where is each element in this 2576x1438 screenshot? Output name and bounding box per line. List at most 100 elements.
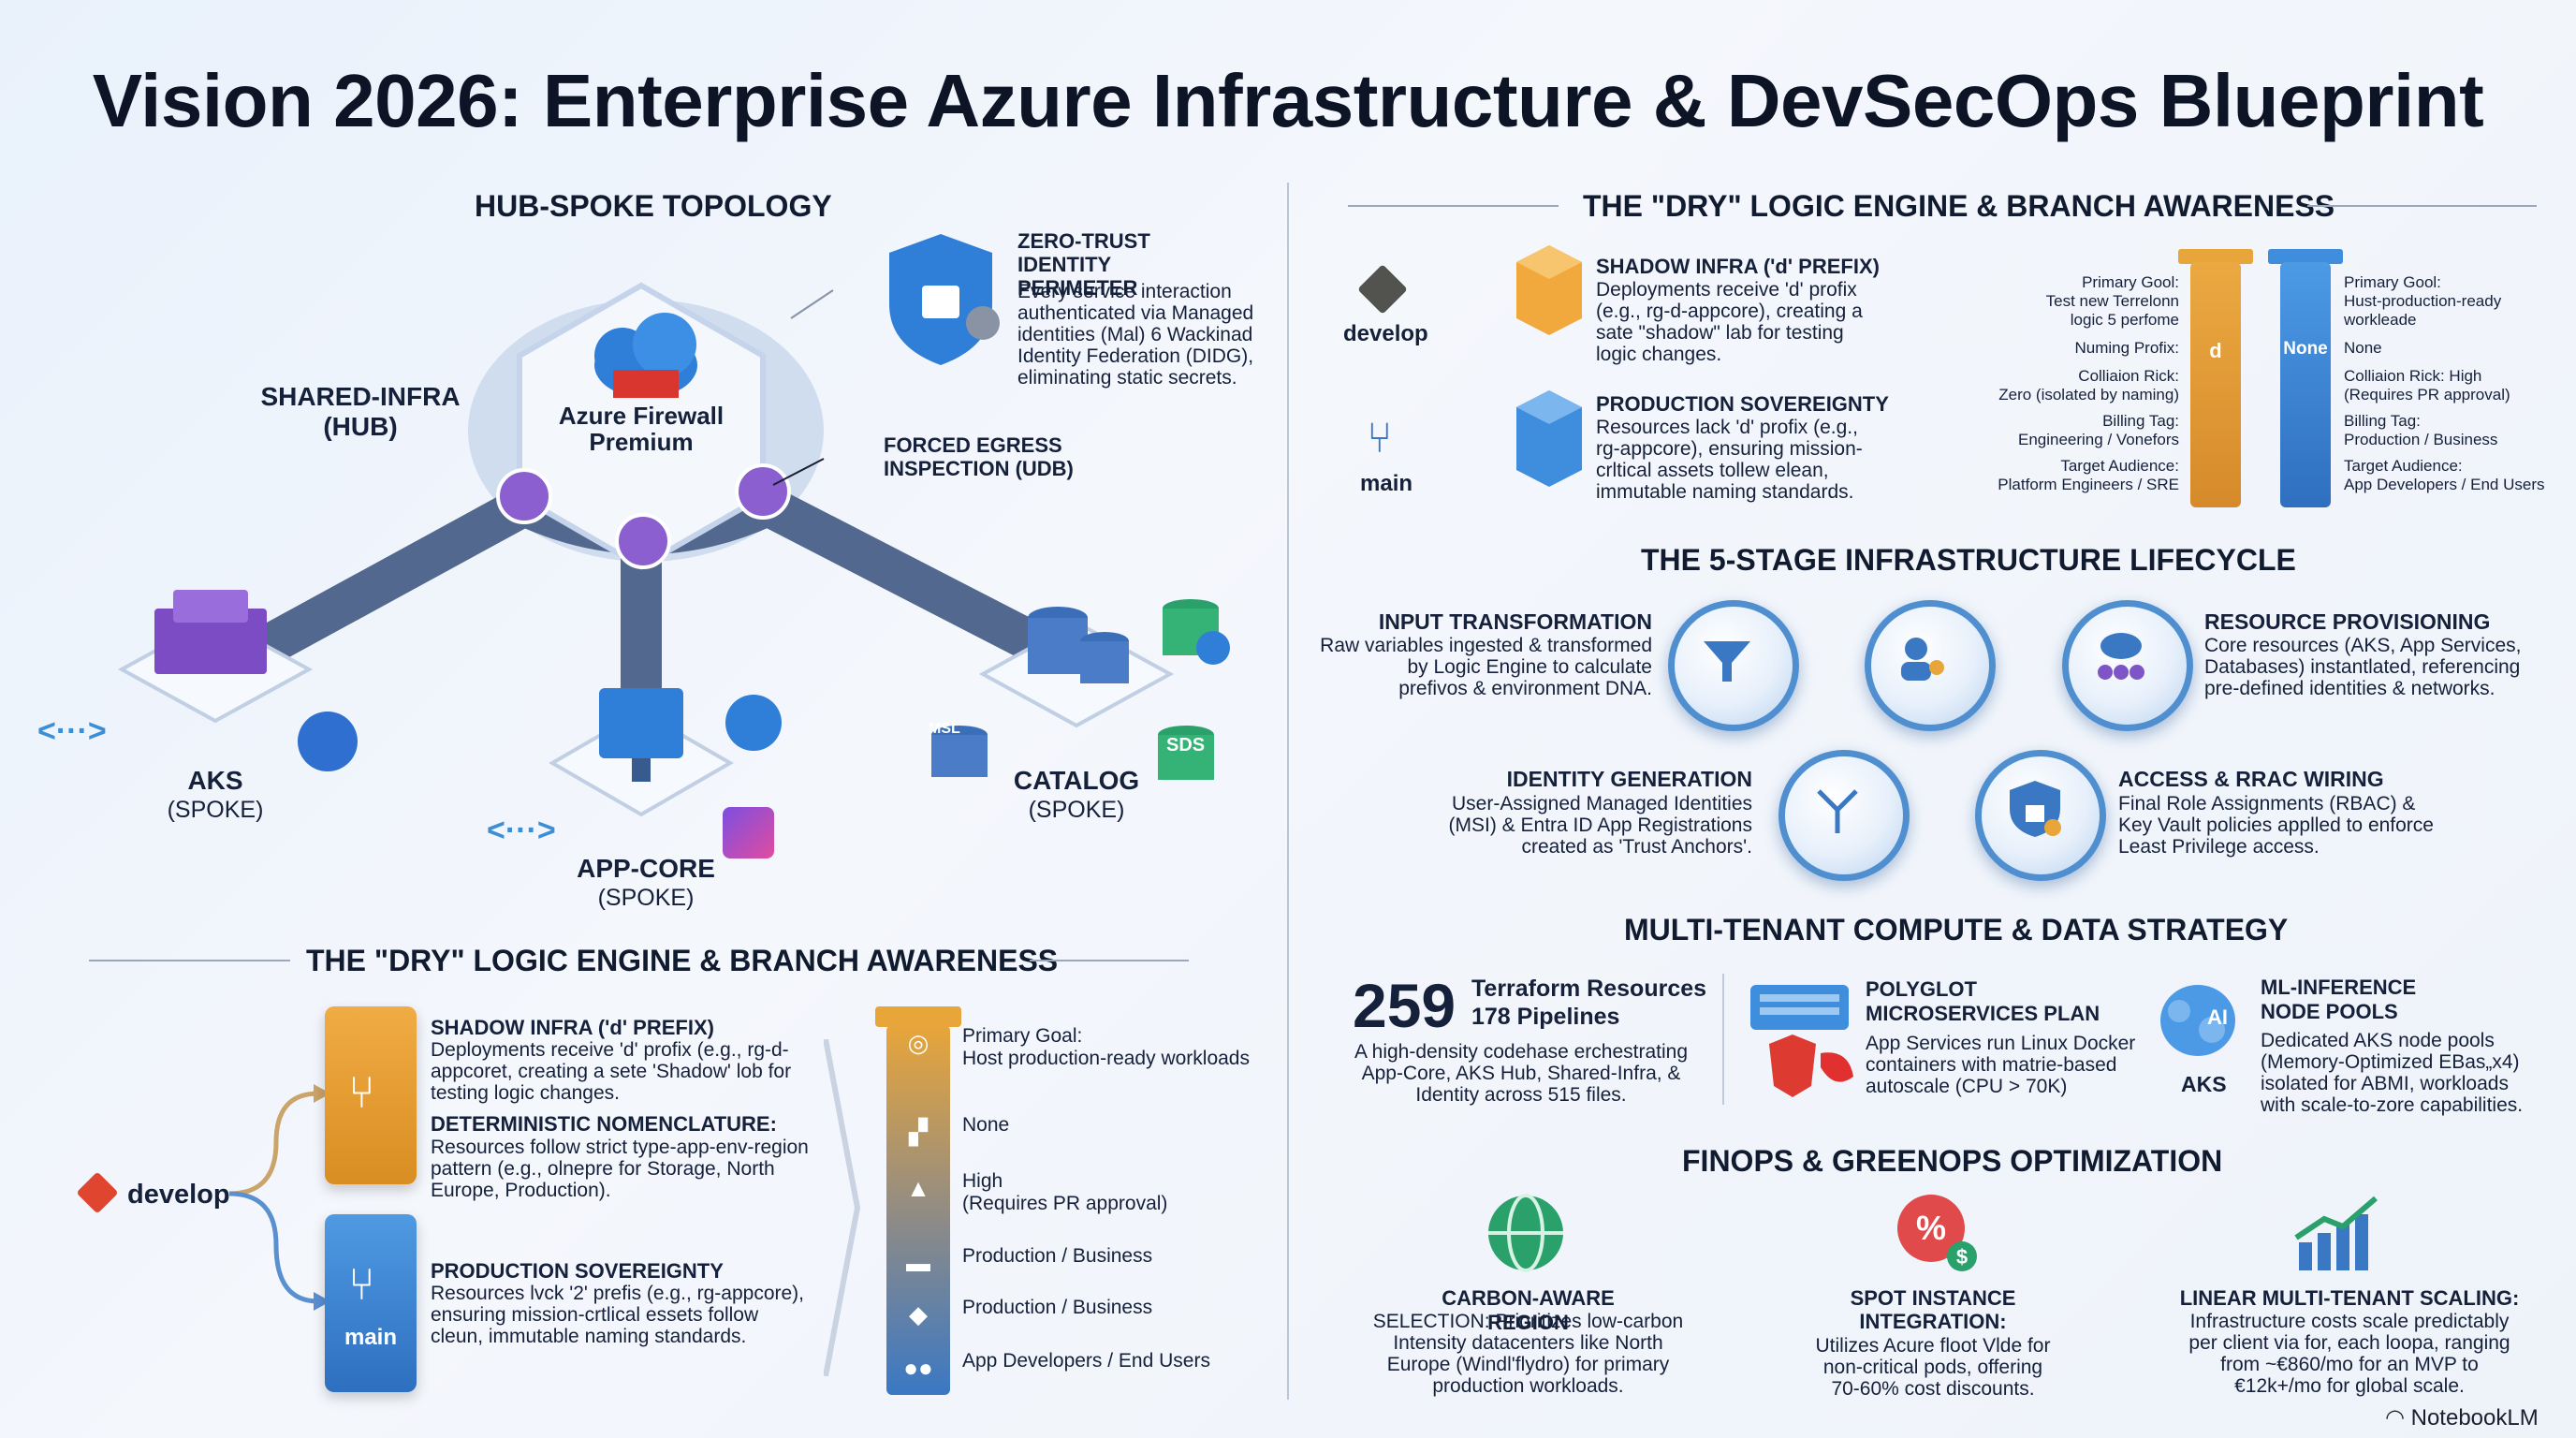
column-divider bbox=[1287, 183, 1289, 1400]
dry-left-shadow-title: SHADOW INFRA ('d' PREFIX) bbox=[431, 1016, 714, 1039]
svg-text:%: % bbox=[1916, 1209, 1946, 1247]
dry-left-prod-text: Resources lvck '2' prefis (e.g., rg-appc… bbox=[431, 1283, 804, 1347]
globe-leaf-icon bbox=[1488, 1194, 1563, 1272]
input-text: Raw variables ingested & transformed by … bbox=[1320, 635, 1652, 699]
id-title: IDENTITY GENERATION bbox=[1506, 767, 1752, 791]
egress-label: FORCED EGRESS INSPECTION (UDB) bbox=[884, 433, 1074, 480]
spot-discount-icon: % $ bbox=[1897, 1195, 1977, 1271]
dry-right-left-item: Primary Gool: Test new Terrelonn logic 5… bbox=[2045, 273, 2179, 329]
user-key-glyph bbox=[1901, 638, 1944, 681]
divider-left-a bbox=[89, 960, 290, 961]
dry-left-row: High (Requires PR approval) bbox=[962, 1170, 1168, 1214]
dry-right-left-item: Billing Tag: Engineering / Vonefors bbox=[2017, 412, 2179, 448]
status-pillar bbox=[886, 1025, 950, 1395]
big-number: 259 bbox=[1353, 971, 1456, 1040]
divider-right-a bbox=[1348, 205, 1559, 207]
chevron-divider-icon bbox=[824, 1039, 861, 1376]
compute-divider bbox=[1722, 974, 1724, 1105]
terraform-icon: ▞ bbox=[909, 1118, 928, 1146]
spot-text: Utilizes Acure floot Vlde for non-critic… bbox=[1815, 1335, 2051, 1400]
tf-resources: Terraform Resources bbox=[1471, 976, 1707, 1002]
dry-left-row: None bbox=[962, 1114, 1010, 1136]
res-text: Core resources (AKS, App Services, Datab… bbox=[2204, 635, 2522, 699]
docker-angular-icon bbox=[1750, 985, 1853, 1097]
id-text: User-Assigned Managed Identities (MSI) &… bbox=[1448, 793, 1752, 858]
git-icon-right bbox=[1357, 264, 1408, 315]
dry-right-right-item: Billing Tag: Production / Business bbox=[2344, 412, 2498, 448]
pillar-d-value: d bbox=[2209, 339, 2222, 362]
finops-heading: FINOPS & GREENOPS OPTIMIZATION bbox=[1682, 1144, 2223, 1178]
lifecycle-heading: THE 5-STAGE INFRASTRUCTURE LIFECYCLE bbox=[1641, 543, 2296, 577]
sds-icon-label: SDS bbox=[1166, 735, 1206, 756]
ml-text: Dedicated AKS node pools (Memory-Optimiz… bbox=[2261, 1030, 2524, 1116]
dry-right-prod-text: Resources lack 'd' profix (e.g., rg-appc… bbox=[1596, 417, 1863, 503]
git-icon bbox=[76, 1171, 119, 1214]
dry-right-right-item: Target Audience: App Developers / End Us… bbox=[2344, 457, 2545, 493]
dry-left-shadow-text: Deployments receive 'd' profix (e.g., rg… bbox=[431, 1039, 792, 1104]
cloud-network-icon bbox=[2062, 600, 2193, 731]
pillar-d bbox=[2190, 262, 2241, 507]
ai-label: AI bbox=[2207, 1005, 2228, 1029]
dry-left-det-text: Resources follow strict type-app-env-reg… bbox=[431, 1137, 809, 1201]
funnel-glyph bbox=[1704, 641, 1750, 682]
code-brackets-icon-aks: <···> bbox=[37, 713, 107, 749]
topology-heading: HUB-SPOKE TOPOLOGY bbox=[475, 189, 832, 223]
dry-right-prod-title: PRODUCTION SOVEREIGNTY bbox=[1596, 392, 1889, 416]
code-branch-glyph bbox=[1817, 789, 1858, 833]
ai-brain-icon bbox=[2160, 985, 2235, 1056]
msl-icon-label: MSL bbox=[929, 721, 960, 737]
card-icon: ▬ bbox=[906, 1249, 930, 1277]
zero-trust-title: ZERO-TRUST IDENTITY PERIMETER bbox=[1017, 229, 1150, 300]
brand-logo: ◠ NotebookLM bbox=[2385, 1404, 2539, 1431]
dry-left-prod-title: PRODUCTION SOVEREIGNTY bbox=[431, 1259, 724, 1283]
dry-right-shadow-title: SHADOW INFRA ('d' PREFIX) bbox=[1596, 255, 1880, 278]
aks-label: AKS bbox=[187, 766, 243, 795]
spot-title: SPOT INSTANCE INTEGRATION: bbox=[1850, 1286, 2016, 1333]
dry-right-left-item: Numing Profix: bbox=[2074, 339, 2179, 357]
dry-left-det-title: DETERMINISTIC NOMENCLATURE: bbox=[431, 1112, 777, 1136]
scaling-chart-icon bbox=[2294, 1196, 2378, 1270]
ml-title: ML-INFERENCE NODE POOLS bbox=[2261, 976, 2417, 1023]
res-title: RESOURCE PROVISIONING bbox=[2204, 609, 2491, 634]
catalog-sub: (SPOKE) bbox=[1028, 797, 1125, 823]
shield-lock-glyph bbox=[2010, 781, 2061, 837]
dry-right-right-item: None bbox=[2344, 339, 2382, 357]
branch-arrows bbox=[228, 1084, 330, 1311]
firewall-label: Azure Firewall Premium bbox=[558, 402, 724, 456]
aks-sub: (SPOKE) bbox=[167, 797, 264, 823]
page-title: Vision 2026: Enterprise Azure Infrastruc… bbox=[92, 59, 2484, 142]
carbon-title: CARBON-AWARE REGION bbox=[1442, 1286, 1615, 1334]
dry-right-heading: THE "DRY" LOGIC ENGINE & BRANCH AWARENES… bbox=[1583, 189, 2335, 223]
dry-right-left-item: Target Audience: Platform Engineers / SR… bbox=[1998, 457, 2179, 493]
dry-left-row: Production / Business bbox=[962, 1245, 1153, 1267]
code-branch-icon bbox=[1778, 750, 1910, 881]
stats-text: A high-density codehase erchestrating Ap… bbox=[1354, 1041, 1689, 1106]
poly-text: App Services run Linux Docker containers… bbox=[1866, 1033, 2136, 1097]
branch-icon-right-main: ⑂ bbox=[1367, 413, 1393, 462]
target-icon: ◎ bbox=[907, 1029, 929, 1057]
topology-diagram bbox=[117, 234, 1230, 817]
dry-right-develop: develop bbox=[1343, 321, 1428, 346]
zero-trust-text: Every service interaction authenticated … bbox=[1017, 281, 1254, 389]
input-title: INPUT TRANSFORMATION bbox=[1378, 609, 1652, 634]
funnel-icon bbox=[1668, 600, 1799, 731]
svg-text:$: $ bbox=[1956, 1245, 1968, 1269]
branch-cubes bbox=[1516, 245, 1582, 487]
dry-left-row: Production / Business bbox=[962, 1297, 1153, 1318]
dry-right-right-item: Colliaion Rick: High (Requires PR approv… bbox=[2344, 367, 2510, 404]
dry-left-row: App Developers / End Users bbox=[962, 1350, 1210, 1372]
pipelines: 178 Pipelines bbox=[1471, 1004, 1620, 1030]
divider-left-b bbox=[1030, 960, 1189, 961]
branch-icon-main: ⑂ bbox=[348, 1260, 375, 1310]
dry-right-right-item: Primary Gool: Hust-production-ready work… bbox=[2344, 273, 2502, 329]
dry-right-left-item: Colliaion Rick: Zero (isolated by naming… bbox=[1998, 367, 2179, 404]
pillar-none-value: None bbox=[2283, 339, 2328, 359]
hub-label: SHARED-INFRA (HUB) bbox=[260, 382, 461, 441]
linear-title: LINEAR MULTI-TENANT SCALING: bbox=[2179, 1286, 2520, 1310]
dry-left-row: Primary Goal: Host production-ready work… bbox=[962, 1025, 1250, 1069]
catalog-label: CATALOG bbox=[1013, 766, 1140, 795]
warning-icon: ▲ bbox=[906, 1174, 930, 1202]
compute-heading: MULTI-TENANT COMPUTE & DATA STRATEGY bbox=[1624, 913, 2289, 946]
cloud-network-glyph bbox=[2098, 633, 2144, 680]
divider-right-b bbox=[2307, 205, 2537, 207]
